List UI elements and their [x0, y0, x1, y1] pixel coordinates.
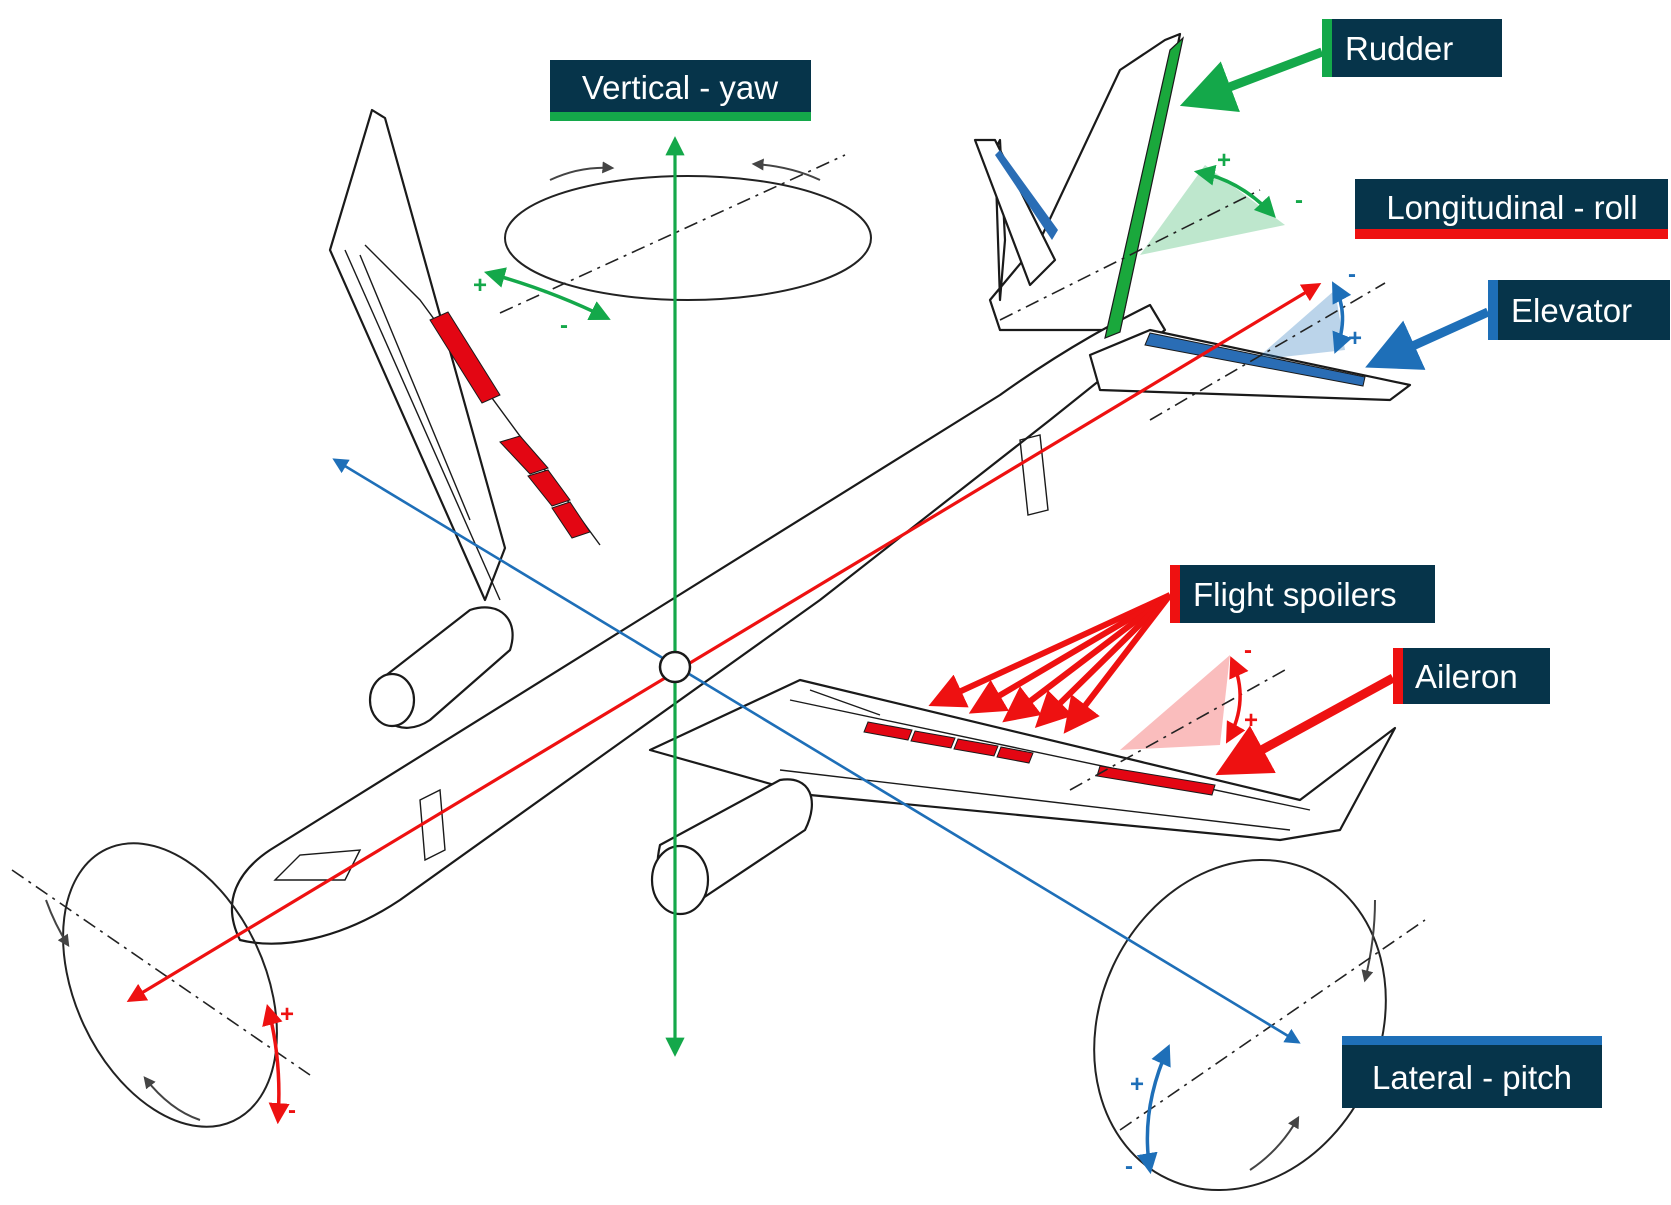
rudder-label: Rudder	[1345, 30, 1453, 67]
roll-minus-sign: -	[288, 1097, 296, 1124]
yaw-plus-sign: +	[473, 272, 487, 299]
lateral-pitch-label-box: Lateral - pitch	[1342, 1036, 1602, 1108]
flight-spoilers-label: Flight spoilers	[1193, 576, 1397, 613]
aileron-callout-arrow	[1215, 674, 1396, 776]
yaw-minus-sign: -	[560, 312, 568, 339]
pitch-minus-sign: -	[1125, 1153, 1133, 1180]
aileron-minus-sign: -	[1244, 637, 1252, 664]
elevator-sign-arc	[1332, 281, 1352, 354]
center-of-gravity-circle	[658, 650, 692, 684]
aileron-plus-sign: +	[1244, 707, 1258, 734]
vertical-yaw-label: Vertical - yaw	[582, 69, 778, 106]
left-wing	[328, 108, 507, 602]
rudder-label-box: Rudder	[1322, 19, 1502, 77]
lateral-pitch-label: Lateral - pitch	[1372, 1059, 1572, 1096]
spoilers-callout-arrows	[928, 592, 1173, 734]
yaw-sign-arc	[483, 267, 611, 321]
rudder-deflection-wedge	[1140, 165, 1285, 255]
flight-spoilers-label-box: Flight spoilers	[1170, 565, 1435, 623]
rudder-sign-arc	[1193, 164, 1276, 219]
longitudinal-roll-label: Longitudinal - roll	[1386, 189, 1637, 226]
aileron-deflection-wedge	[1120, 655, 1230, 750]
elevator-plus-sign: +	[1348, 325, 1362, 352]
yaw-rotation-loop	[499, 154, 872, 314]
elevator-deflection-wedge	[1255, 290, 1345, 360]
elevator-label: Elevator	[1511, 292, 1632, 329]
aircraft-drawing	[230, 32, 1412, 945]
longitudinal-roll-label-box: Longitudinal - roll	[1355, 179, 1668, 239]
roll-sign-arc	[262, 1003, 290, 1125]
pitch-sign-arc	[1136, 1044, 1171, 1175]
longitudinal-roll-axis	[126, 283, 1322, 1002]
elevator-minus-sign: -	[1348, 261, 1356, 288]
rudder-plus-sign: +	[1217, 147, 1231, 174]
elevator-label-box: Elevator	[1488, 280, 1670, 340]
aileron-label: Aileron	[1415, 658, 1518, 695]
elevator-callout-arrow	[1365, 307, 1490, 370]
aileron-label-box: Aileron	[1393, 648, 1550, 704]
lateral-pitch-axis	[332, 458, 1301, 1044]
rudder-minus-sign: -	[1295, 187, 1303, 214]
vertical-yaw-label-box: Vertical - yaw	[550, 60, 811, 121]
pitch-plus-sign: +	[1130, 1071, 1144, 1098]
far-elevator-surface	[995, 150, 1058, 240]
roll-plus-sign: +	[280, 1001, 294, 1028]
rudder-callout-arrow	[1179, 47, 1324, 112]
